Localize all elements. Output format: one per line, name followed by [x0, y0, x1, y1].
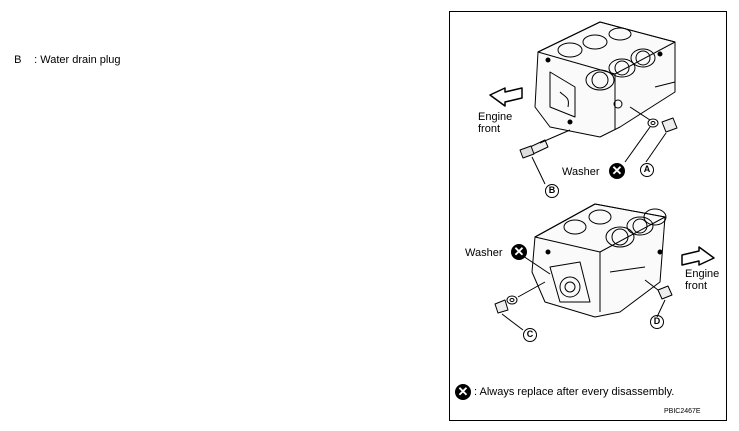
top-engine-block	[519, 21, 678, 185]
figure-id: PBIC2467E	[664, 408, 701, 415]
washer-label-bottom: Washer	[465, 247, 503, 259]
washer-label-top: Washer	[562, 166, 600, 178]
engine-front-label-bottom: Engine front	[685, 268, 720, 292]
callout-b: B	[545, 184, 559, 198]
callout-c: C	[523, 328, 537, 342]
bottom-engine-block	[494, 203, 673, 331]
footnote: : Always replace after every disassembly…	[474, 386, 675, 398]
legend-item-b: B : Water drain plug	[8, 42, 121, 66]
legend-key: B	[14, 54, 22, 66]
replace-symbol-icon: ✕	[609, 163, 625, 179]
replace-symbol-icon: ✕	[455, 384, 471, 400]
arrow-icon-top	[489, 87, 523, 107]
callout-d: D	[650, 315, 664, 329]
engine-front-label-top: Engine front	[478, 111, 513, 135]
legend-text: : Water drain plug	[34, 54, 121, 66]
replace-symbol-icon: ✕	[511, 244, 527, 260]
arrow-icon-bottom	[681, 246, 715, 266]
callout-a: A	[640, 163, 654, 177]
diagram-figure: Engine front Washer ✕ A B Washer ✕ Engin…	[449, 11, 727, 421]
engine-block-drawing	[489, 21, 715, 331]
